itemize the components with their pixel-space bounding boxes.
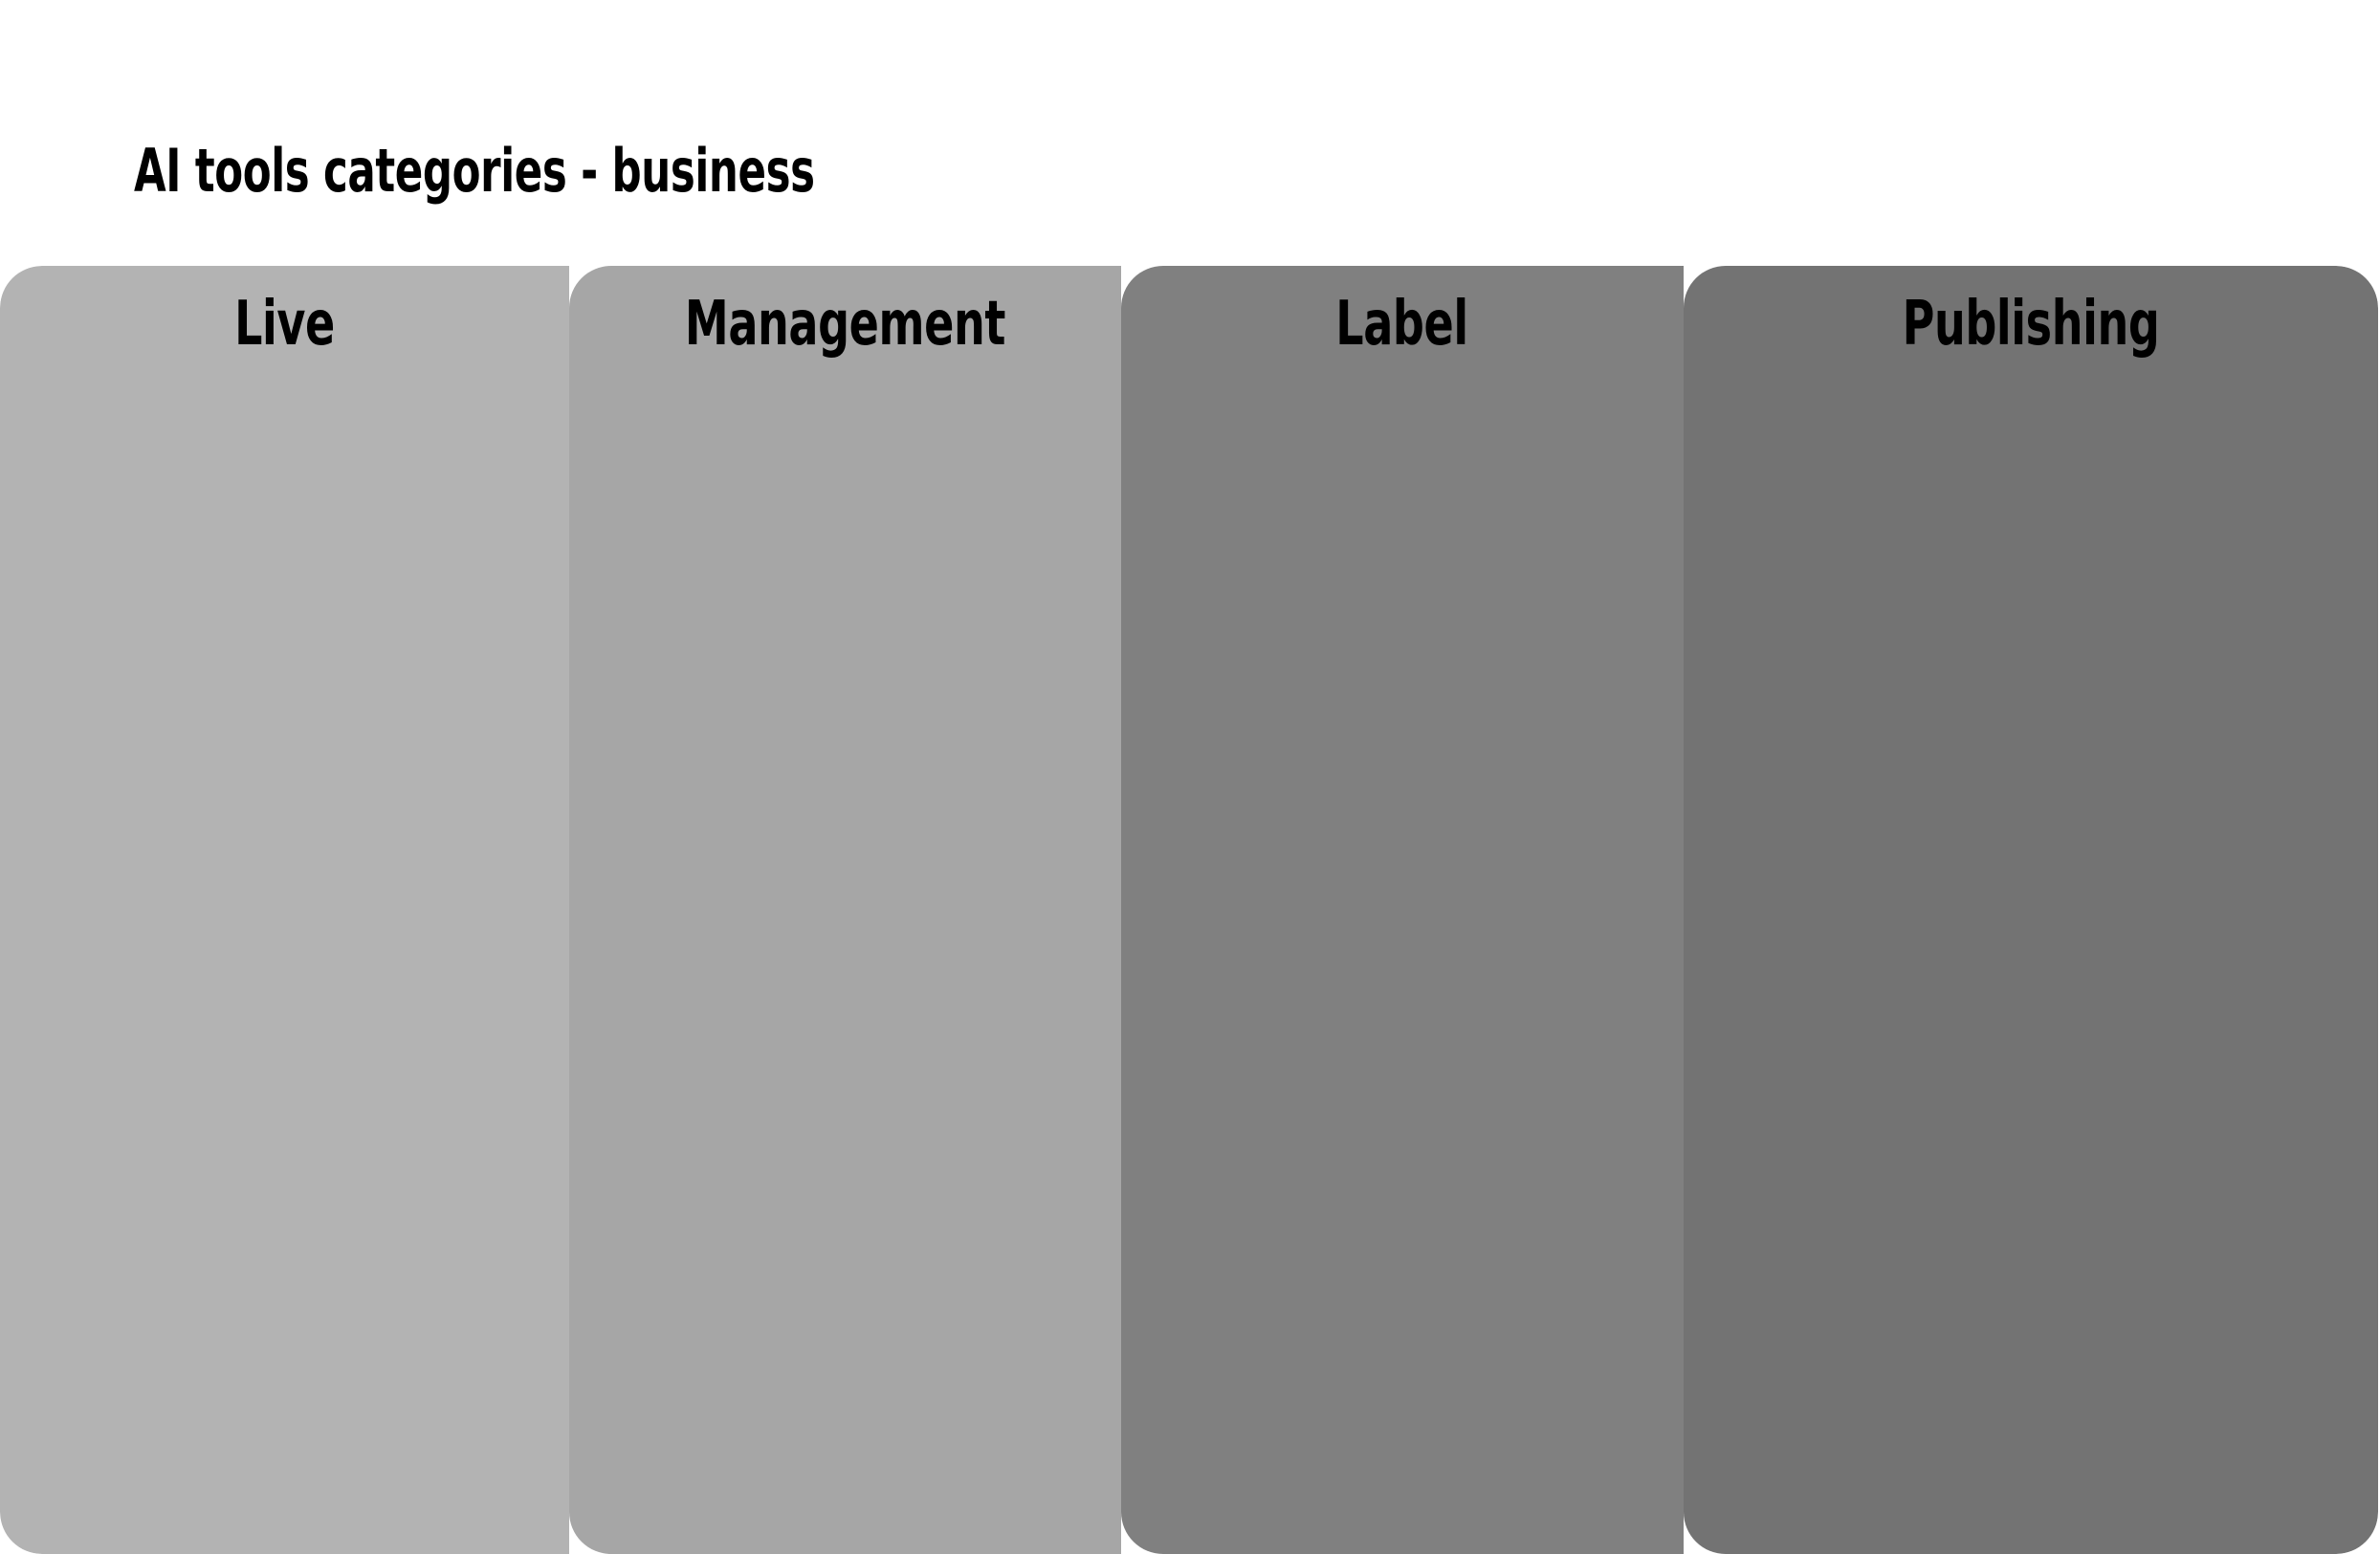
stage-panel: Live Management Label Publishing: [0, 266, 2378, 1554]
stage-column-label: Label: [1121, 289, 1684, 360]
stage-column-label: Management: [569, 289, 1121, 360]
stage-column-publishing[interactable]: Publishing: [1684, 266, 2378, 1554]
stage-column-label-text: Label: [1335, 289, 1469, 360]
stage-column-label: Live: [0, 289, 569, 360]
stage-column-label-text: Management: [684, 289, 1006, 360]
stage-column-label-text: Live: [234, 289, 335, 360]
stage-column-label-text: Publishing: [1902, 289, 2160, 360]
stage-column-label[interactable]: Label: [1121, 266, 1684, 1554]
stage-column-label: Publishing: [1684, 289, 2378, 360]
page-title: AI tools categories - business: [134, 136, 815, 206]
stage-column-management[interactable]: Management: [569, 266, 1121, 1554]
stage-column-live[interactable]: Live: [0, 266, 569, 1554]
